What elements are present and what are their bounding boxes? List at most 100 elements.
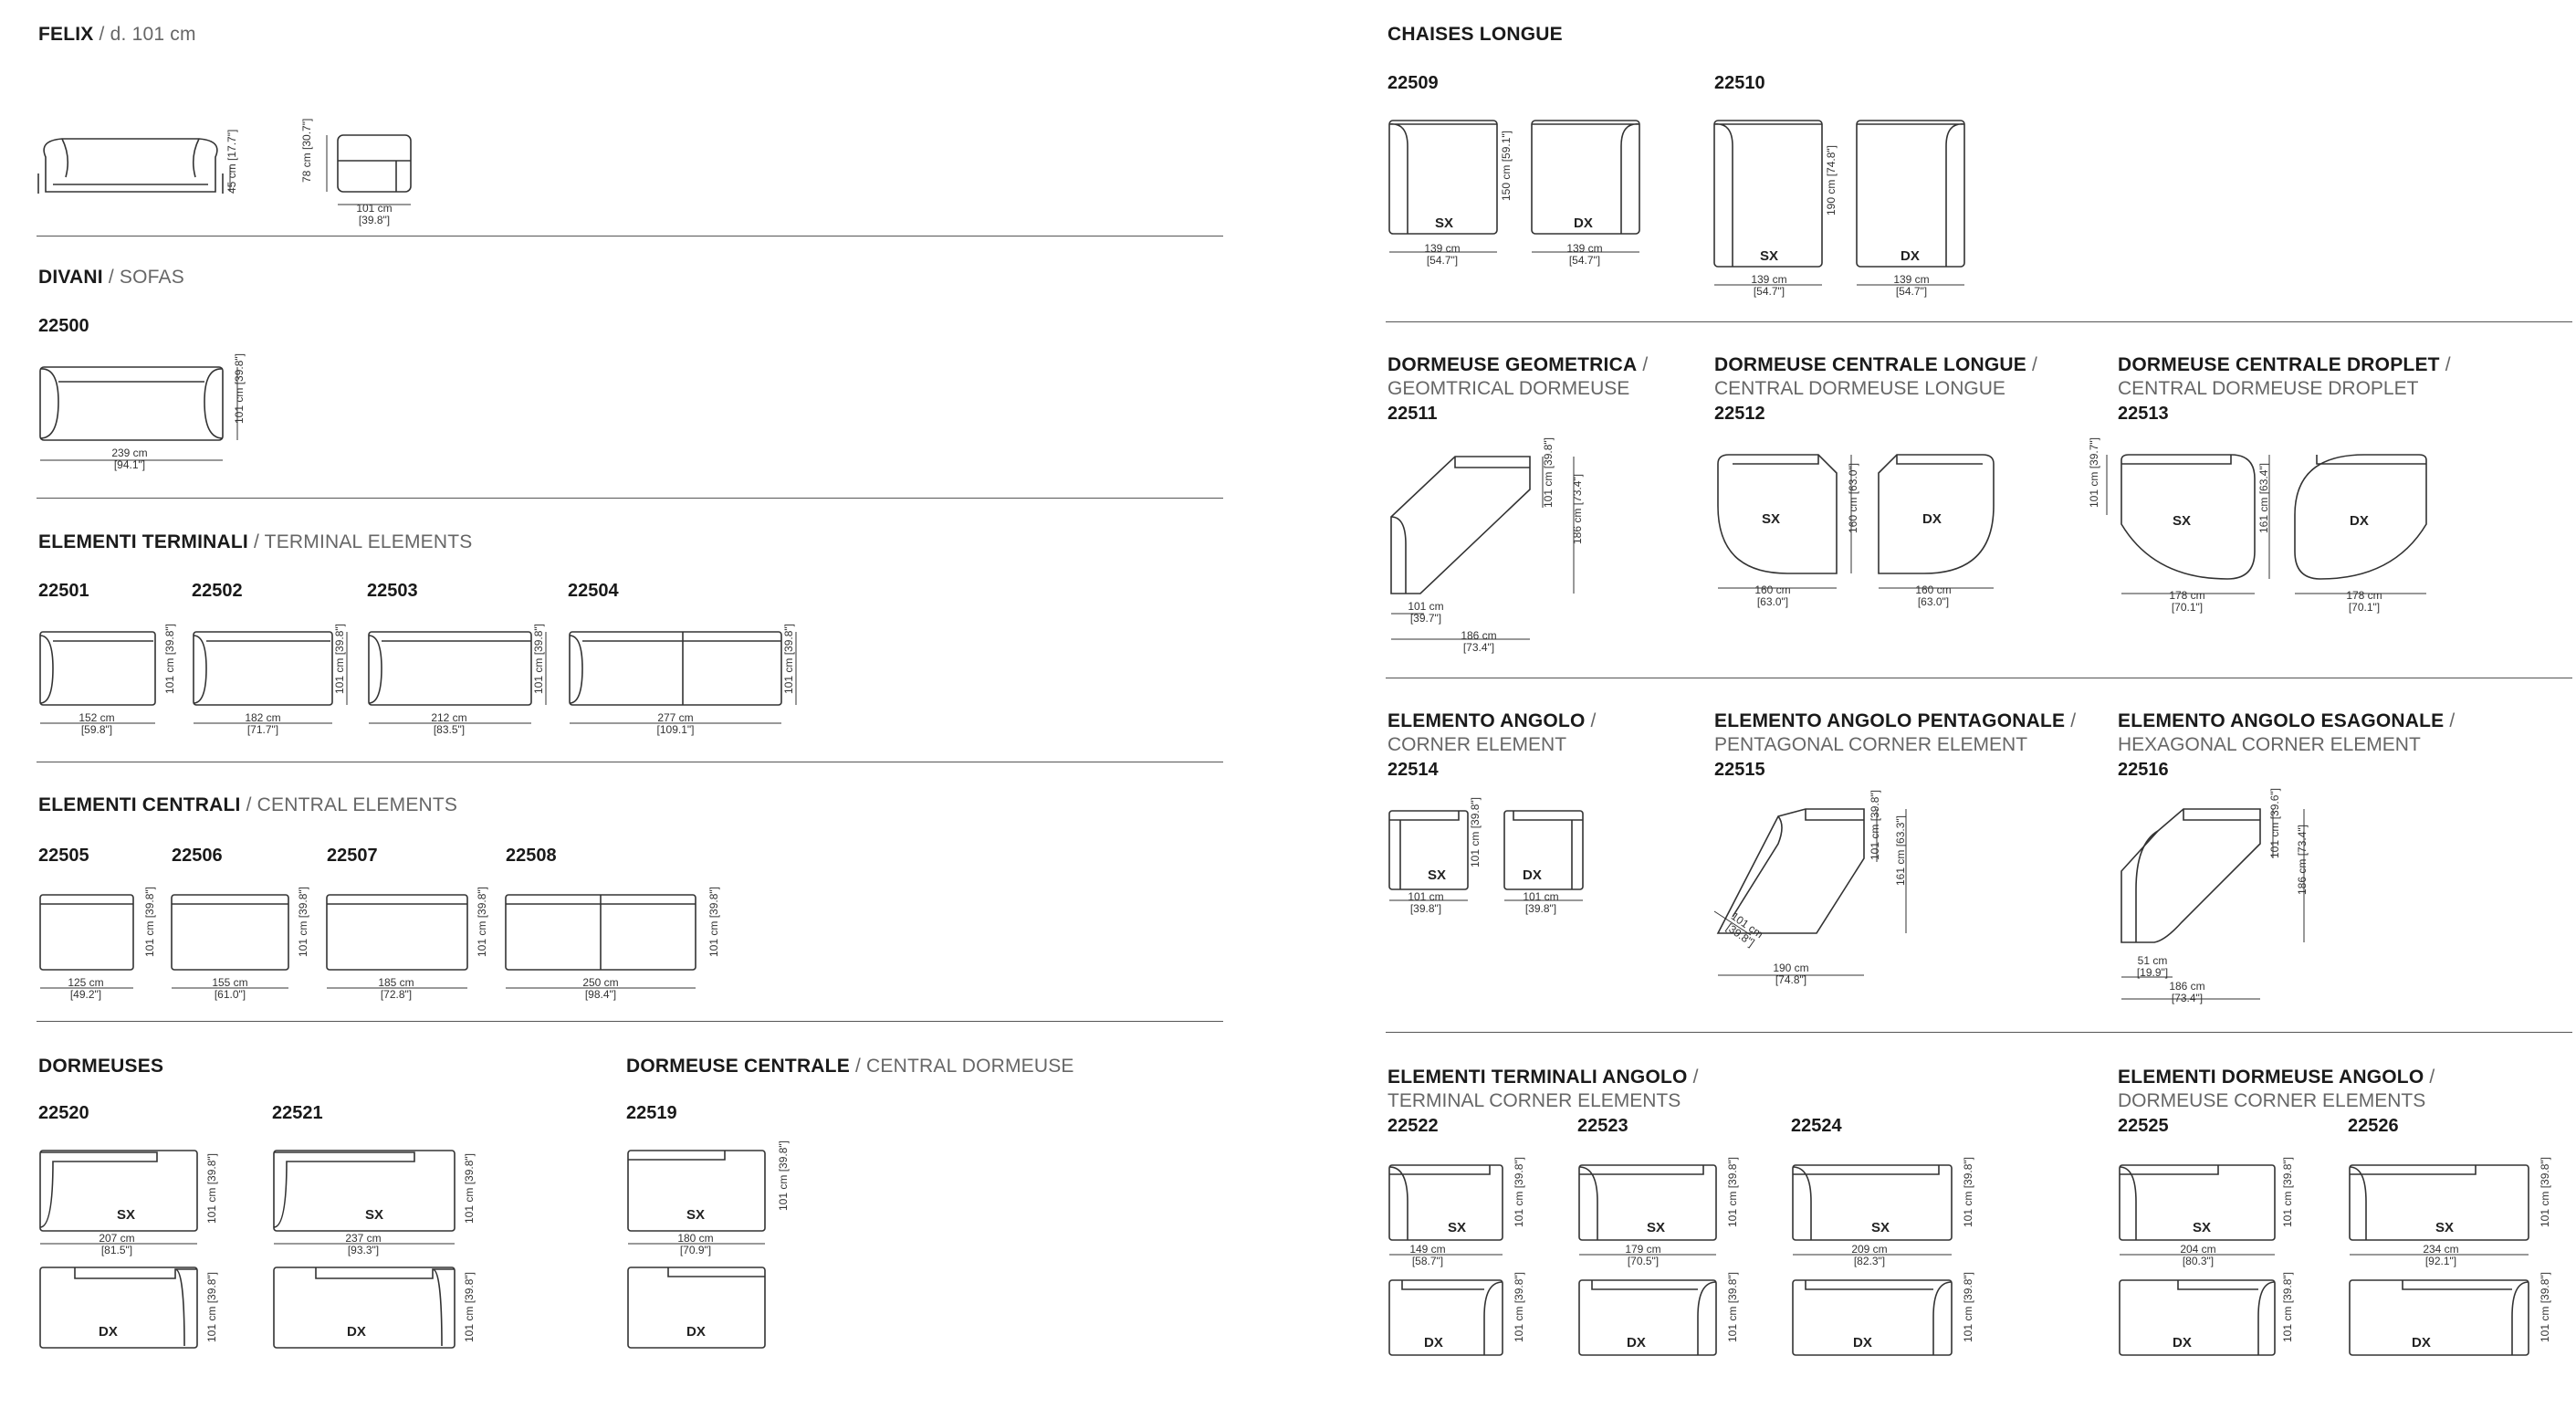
product-code: 22514 [1387, 760, 1439, 780]
width-dimension: 160 cm[63.0"] [1915, 583, 1952, 608]
section-title-droplet: DORMEUSE CENTRALE DROPLET / [2118, 354, 2451, 375]
product-code: 22507 [327, 846, 378, 866]
sx-label: SX [1647, 1220, 1666, 1235]
section-title-longue: DORMEUSE CENTRALE LONGUE / [1714, 354, 2038, 375]
section-title-geometric-dormeuse: DORMEUSE GEOMETRICA / [1387, 354, 1649, 375]
depth-dimension: 186 cm [73.4"] [2296, 825, 2309, 895]
sx-label: SX [365, 1207, 384, 1223]
depth-dimension: 101 cm [39.8"] [143, 887, 156, 957]
central-element-drawing [39, 894, 696, 989]
sx-label: SX [1428, 867, 1447, 883]
depth-dimension: 101 cm [39.8"] [163, 624, 176, 694]
sx-label: SX [2193, 1220, 2212, 1235]
product-code: 22512 [1714, 404, 1765, 424]
sx-label: SX [117, 1207, 136, 1223]
depth-dimension: 186 cm [73.4"] [1571, 474, 1584, 544]
section-subtitle: HEXAGONAL CORNER ELEMENT [2118, 734, 2421, 755]
depth-dimension: 101 cm [39.8"] [532, 624, 545, 694]
width-dimension: 209 cm[82.3"] [1851, 1243, 1888, 1267]
width-dimension: 101 cm[39.7"] [1408, 600, 1444, 625]
depth-dimension: 101 cm [39.8"] [463, 1153, 476, 1224]
width-dimension: 178 cm[70.1"] [2169, 589, 2205, 614]
product-code: 22515 [1714, 760, 1765, 780]
geometric-dormeuse-drawing [1390, 456, 1575, 640]
dx-label: DX [1523, 867, 1542, 883]
divider [37, 1021, 1223, 1022]
product-code: 22525 [2118, 1116, 2169, 1136]
product-code: 22513 [2118, 404, 2169, 424]
central-dormeuse-drawing [627, 1150, 766, 1349]
depth-dimension: 101 cm [39.8"] [1726, 1157, 1739, 1227]
product-code: 22505 [38, 846, 89, 866]
width-dimension: 277 cm[109.1"] [656, 711, 695, 736]
section-title-terminal-corner: ELEMENTI TERMINALI ANGOLO / [1387, 1067, 1699, 1088]
width-dimension: 237 cm[93.3"] [345, 1232, 382, 1256]
dx-label: DX [1922, 511, 1942, 527]
product-code: 22500 [38, 316, 89, 336]
depth-dimension: 101 cm [39.8"] [2281, 1272, 2294, 1342]
depth-dimension: 101 cm [39.8"] [463, 1272, 476, 1342]
sofa-drawing [39, 366, 238, 461]
depth-dimension: 101 cm [39.8"] [205, 1153, 218, 1224]
divider [1386, 1032, 2572, 1033]
width-dimension: 204 cm[80.3"] [2180, 1243, 2216, 1267]
product-code: 22501 [38, 581, 89, 601]
width-dimension: 160 cm[63.0"] [1754, 583, 1791, 608]
dormeuse-corner-drawing [2119, 1164, 2529, 1356]
corner-element-drawing [1388, 810, 1584, 901]
width-dimension: 51 cm[19.9"] [2136, 954, 2169, 979]
product-code: 22509 [1387, 73, 1439, 93]
section-title-dormeuses: DORMEUSES [38, 1056, 164, 1077]
width-dimension: 101 cm[39.8"] [1523, 890, 1559, 915]
depth-dimension: 101 cm [39.8"] [233, 353, 246, 424]
depth-dimension: 160 cm [63.0"] [1847, 463, 1859, 533]
section-subtitle: TERMINAL CORNER ELEMENTS [1387, 1090, 1681, 1111]
depth-dimension: 101 cm [39.8"] [782, 624, 795, 694]
product-code: 22504 [568, 581, 619, 601]
depth-dimension: 101 cm [39.8"] [2539, 1272, 2551, 1342]
width-dimension: 179 cm[70.5"] [1625, 1243, 1661, 1267]
section-title-central-dormeuse: DORMEUSE CENTRALE / CENTRAL DORMEUSE [626, 1056, 1074, 1077]
width-dimension: 101 cm[39.8"] [356, 202, 393, 226]
section-title-terminal: ELEMENTI TERMINALI / TERMINAL ELEMENTS [38, 531, 473, 552]
dormeuse-drawing [39, 1150, 456, 1349]
width-dimension: 180 cm[70.9"] [677, 1232, 714, 1256]
product-code: 22511 [1387, 404, 1438, 424]
product-code: 22502 [192, 581, 243, 601]
width-dimension: 186 cm[73.4"] [1461, 629, 1497, 654]
width-dimension: 186 cm[73.4"] [2169, 980, 2205, 1004]
product-code: 22503 [367, 581, 418, 601]
depth-dimension: 101 cm [39.8"] [476, 887, 488, 957]
terminal-element-drawing [39, 631, 797, 724]
depth-dimension: 101 cm [39.8"] [1513, 1157, 1525, 1227]
dx-label: DX [1853, 1335, 1872, 1351]
section-title-chaises: CHAISES LONGUE [1387, 24, 1563, 45]
product-code: 22508 [506, 846, 557, 866]
dx-label: DX [1627, 1335, 1646, 1351]
hexagonal-corner-drawing [2120, 808, 2305, 1000]
depth-dimension: 101 cm [39.8"] [333, 624, 346, 694]
width-dimension: 207 cm[81.5"] [99, 1232, 135, 1256]
section-subtitle: GEOMTRICAL DORMEUSE [1387, 378, 1630, 399]
product-code: 22506 [172, 846, 223, 866]
width-dimension: 139 cm[54.7"] [1751, 273, 1787, 298]
product-code: 22520 [38, 1103, 89, 1123]
depth-dimension: 101 cm [39.7"] [2088, 437, 2100, 508]
droplet-dormeuse-drawing [2106, 454, 2427, 594]
section-subtitle: PENTAGONAL CORNER ELEMENT [1714, 734, 2028, 755]
terminal-corner-drawing [1388, 1164, 1953, 1356]
sx-label: SX [686, 1207, 706, 1223]
dx-label: DX [2173, 1335, 2192, 1351]
section-title-sofas: DIVANI / SOFAS [38, 267, 184, 288]
longue-dormeuse-drawing [1717, 454, 1995, 589]
product-code: 22524 [1791, 1116, 1842, 1136]
product-code: 22523 [1577, 1116, 1628, 1136]
depth-dimension: 150 cm [59.1"] [1500, 131, 1513, 201]
dx-label: DX [2412, 1335, 2431, 1351]
dx-label: DX [1901, 248, 1920, 264]
depth-dimension: 101 cm [39.8"] [1469, 797, 1482, 867]
sx-label: SX [1871, 1220, 1890, 1235]
depth-dimension: 101 cm [39.8"] [1962, 1157, 1974, 1227]
width-dimension: 139 cm[54.7"] [1893, 273, 1930, 298]
width-dimension: 125 cm[49.2"] [68, 976, 104, 1001]
